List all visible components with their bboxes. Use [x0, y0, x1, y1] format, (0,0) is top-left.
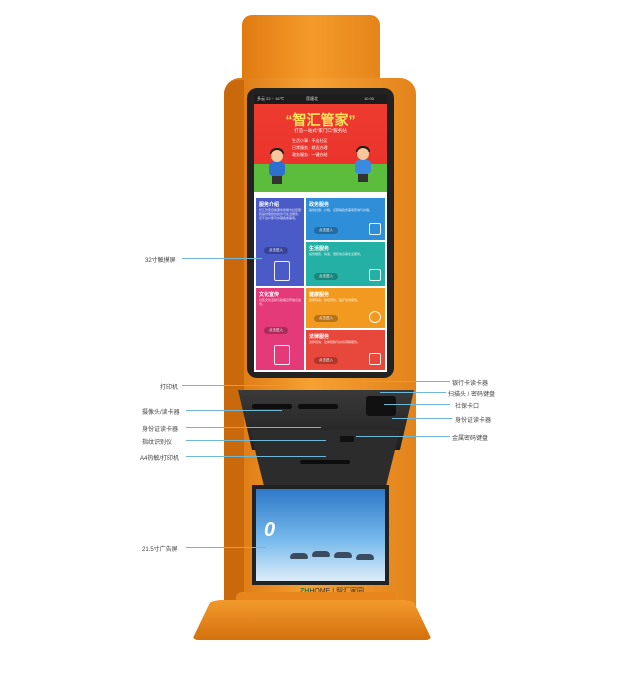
annotation-label: 金属密码键盘 — [452, 436, 489, 442]
car-graphic — [356, 554, 374, 560]
leader-line — [186, 456, 326, 457]
car-graphic — [312, 551, 330, 557]
printer-slot — [252, 404, 292, 409]
newspaper-icon — [274, 345, 290, 365]
scales-icon — [369, 353, 381, 365]
tile-life[interactable]: 生活服务 提供缴费、快递、便民信息等生活服务。 点击进入 — [306, 242, 385, 286]
banner-line-3: 政务服务 · 一键办结 — [292, 152, 328, 157]
leader-line — [356, 436, 450, 437]
tile-legal[interactable]: 法律服务 法律咨询、法律援助与纠纷调解服务。 点击进入 — [306, 330, 385, 370]
annotation-label: 摄像头/读卡器 — [142, 410, 180, 416]
fingerprint-reader[interactable] — [340, 436, 354, 442]
pin-pad[interactable] — [366, 396, 396, 416]
annotation-label: 身份证读卡器 — [142, 427, 179, 433]
enter-button[interactable]: 点击进入 — [264, 247, 288, 254]
clock-text: 10 00 — [364, 96, 375, 101]
cartoon-man-right — [354, 146, 372, 182]
weather-text: 多云 22 ~ 16℃ — [257, 96, 285, 101]
tile-culture[interactable]: 文化宣传 社区文化活动与政策宣传信息发布。 点击进入 — [256, 288, 304, 370]
tile-health[interactable]: 健康服务 健康档案、体检预约、医疗咨询服务。 点击进入 — [306, 288, 385, 328]
car-graphic — [290, 553, 308, 559]
shop-icon — [369, 269, 381, 281]
annotation-label: 银行卡读卡器 — [452, 381, 489, 387]
annotation-label: 社保卡口 — [455, 404, 480, 410]
leader-line — [380, 392, 446, 393]
banner-line-1: 生活小事 · 不出社区 — [292, 138, 328, 143]
card-slot — [298, 404, 338, 409]
leader-line — [340, 381, 450, 382]
leader-line — [186, 440, 326, 441]
annotation-label: 21.5寸广告屏 — [142, 547, 178, 553]
car-graphic — [334, 552, 352, 558]
annotation-label: 32寸触摸屏 — [145, 258, 176, 264]
enter-button[interactable]: 点击进入 — [264, 327, 288, 334]
tile-service-intro[interactable]: 服务介绍 智汇管家自助服务终端为社区居民提供便捷的政务与生活服务，足不出户即可办… — [256, 198, 304, 286]
touchscreen[interactable]: 多云 22 ~ 16℃ 莲塘北 10 00 “智汇管家” 打造一站式“家门口”服… — [254, 94, 387, 372]
enter-button[interactable]: 点击进入 — [314, 315, 338, 322]
annotation-label: 打印机 — [160, 385, 179, 391]
banner-line-2: 日常服务 · 就近办理 — [292, 145, 328, 150]
tile-government[interactable]: 政务服务 提供社保、户籍、证照等政务事项查询与办理。 点击进入 — [306, 198, 385, 240]
leader-line — [186, 427, 321, 428]
receipt-slot — [300, 460, 350, 464]
leader-line — [384, 404, 450, 405]
enter-button[interactable]: 点击进入 — [314, 227, 338, 234]
leader-line — [182, 258, 262, 259]
enter-button[interactable]: 点击进入 — [314, 357, 338, 364]
annotation-label: 身份证读卡器 — [455, 418, 492, 424]
leader-line — [186, 547, 266, 548]
heart-icon — [369, 311, 381, 323]
annotation-label: 指纹识别仪 — [142, 440, 173, 446]
banner-title: “智汇管家” — [285, 112, 356, 128]
cartoon-man-left — [268, 148, 286, 184]
ad-zero-mark: 0 — [264, 519, 276, 541]
brand-logo: ZHHOME | 智汇家园 — [300, 586, 364, 596]
document-icon — [369, 223, 381, 235]
enter-button[interactable]: 点击进入 — [314, 273, 338, 280]
welcome-banner: “智汇管家” 打造一站式“家门口”服务站 生活小事 · 不出社区 日常服务 · … — [254, 104, 387, 192]
kiosk-base — [192, 600, 432, 640]
banner-subtitle: 打造一站式“家门口”服务站 — [294, 128, 347, 133]
location-text: 莲塘北 — [306, 96, 318, 101]
annotation-label: 扫描头 / 密码键盘 — [448, 392, 496, 398]
status-bar: 多云 22 ~ 16℃ 莲塘北 10 00 — [254, 94, 387, 104]
building-icon — [274, 261, 290, 281]
console-slope — [250, 430, 400, 490]
ad-screen: 0 — [256, 489, 385, 581]
leader-line — [186, 410, 282, 411]
leader-line — [182, 385, 282, 386]
annotation-label: A4热敏/打印机 — [140, 456, 180, 462]
leader-line — [392, 418, 452, 419]
kiosk-frame-side — [224, 80, 244, 600]
